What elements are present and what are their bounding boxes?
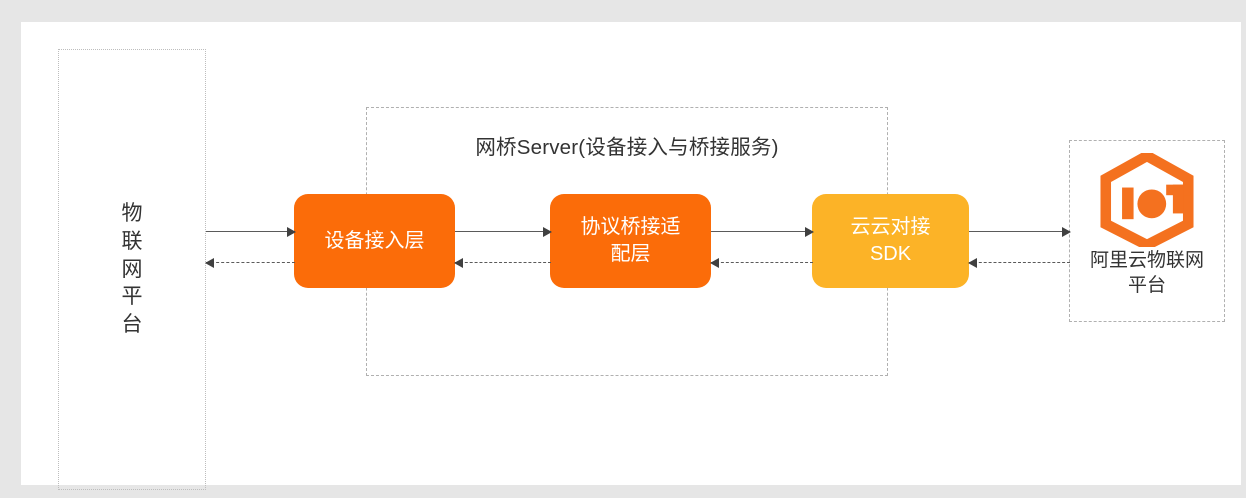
node-protocol-bridge-adapter-layer-label: 协议桥接适 配层 [580, 216, 681, 265]
bridge-server-title: 网桥Server(设备接入与桥接服务) [475, 136, 779, 159]
connector-cloud-sdk-to-aliyun-platform [969, 227, 1071, 237]
node-cloud-to-cloud-sdk-label: 云云对接 SDK [850, 216, 931, 265]
connector-line [206, 231, 295, 232]
arrow-head-left-icon [205, 258, 214, 268]
connector-line [969, 231, 1070, 232]
node-device-access-layer[interactable]: 设备接入层 [294, 194, 455, 288]
right-aliyun-iot-platform-box: 阿里云物联网 平台 [1069, 140, 1225, 322]
left-iot-platform-label: 物 联 网 平 台 [121, 201, 143, 337]
iot-logo-icon [1100, 153, 1194, 247]
node-protocol-bridge-adapter-layer[interactable]: 协议桥接适 配层 [550, 194, 711, 288]
connector-aliyun-platform-to-cloud-sdk [968, 258, 1070, 268]
connector-line [206, 262, 295, 263]
node-cloud-to-cloud-sdk[interactable]: 云云对接 SDK [812, 194, 969, 288]
diagram-panel: 物 联 网 平 台 网桥Server(设备接入与桥接服务) 设备接入层 协议桥接… [21, 22, 1241, 490]
connector-line [969, 262, 1070, 263]
left-iot-platform-box: 物 联 网 平 台 [58, 49, 206, 490]
connector-platform-to-device-access [206, 227, 296, 237]
right-aliyun-iot-platform-label: 阿里云物联网 平台 [1089, 250, 1204, 296]
node-device-access-layer-label: 设备接入层 [324, 229, 425, 252]
connector-device-access-to-platform [205, 258, 295, 268]
arrow-head-left-icon [968, 258, 977, 268]
